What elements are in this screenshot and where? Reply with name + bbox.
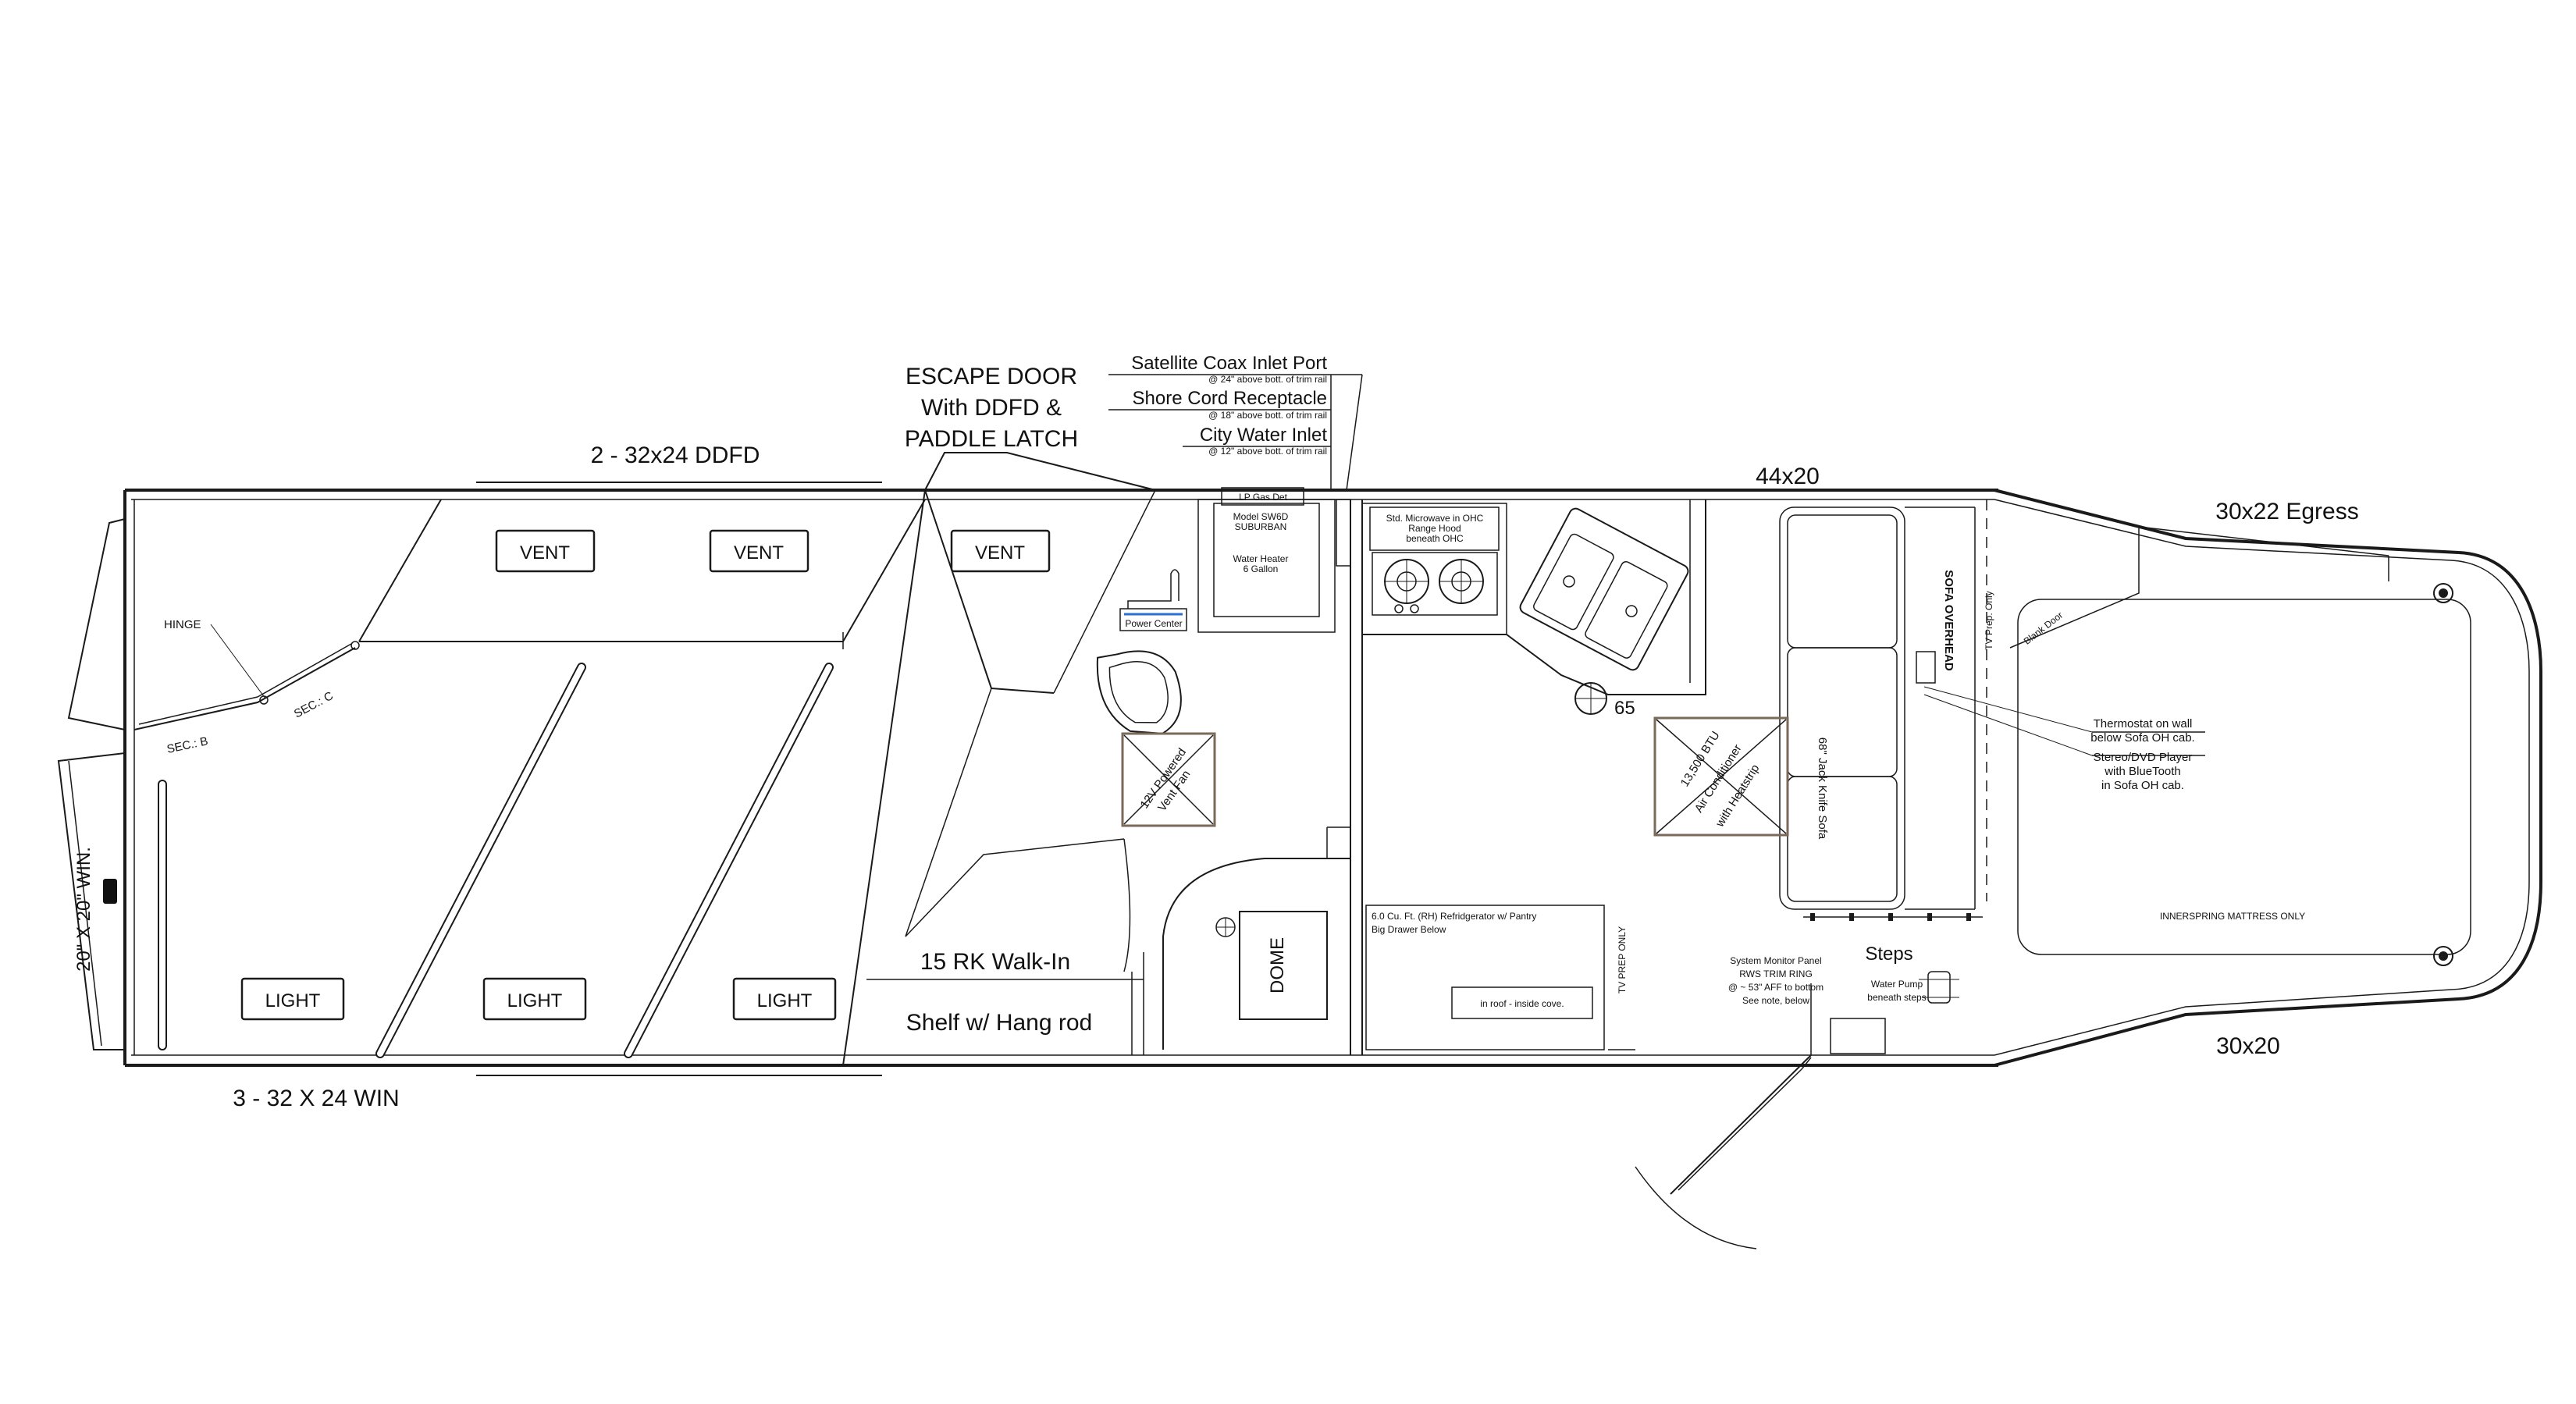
- shore-cord-note: @ 18" above bott. of trim rail: [1208, 410, 1327, 421]
- trailer-outer-wall: [123, 482, 2542, 1076]
- vent-label: VENT: [520, 542, 570, 563]
- dimension-65: 65: [1614, 698, 1635, 719]
- thermostat-label-1: Thermostat on wall: [2094, 717, 2193, 730]
- sec-b-label: SEC.: B: [165, 734, 209, 756]
- shore-cord-label: Shore Cord Receptacle: [1133, 388, 1327, 409]
- vent-label: VENT: [734, 542, 784, 563]
- rear-window-label: 20" X 20" WIN.: [73, 847, 94, 972]
- bedroom: Blank Door INNERSPRING MATTRESS ONLY: [2009, 526, 2471, 966]
- dome: [1239, 911, 1328, 1020]
- sink: [1519, 507, 1689, 671]
- tv-prep-only-label: TV Prep. Only: [1984, 591, 1994, 649]
- sec-c-label: SEC.: C: [292, 689, 336, 721]
- mattress-label: INNERSPRING MATTRESS ONLY: [2160, 911, 2305, 922]
- thermostat: [1916, 651, 1936, 684]
- kitchen: Std. Microwave in OHC Range Hood beneath…: [1361, 499, 1706, 1050]
- tv-prep-label: TV PREP ONLY: [1617, 926, 1628, 993]
- water-pump-label-2: beneath steps: [1867, 992, 1926, 1003]
- ddfd-label: 2 - 32x24 DDFD: [591, 443, 760, 468]
- monitor-label-3: @ ~ 53" AFF to bottom: [1728, 982, 1823, 993]
- suburban-label-2: SUBURBAN: [1235, 521, 1287, 532]
- entry-door: [1635, 1054, 1812, 1249]
- stereo-label-2: with BlueTooth: [2104, 765, 2181, 778]
- vent-fan: 12V Powered Vent Fan: [1121, 732, 1216, 827]
- window-44x20-label: 44x20: [1756, 464, 1820, 489]
- slant-divider: [375, 663, 586, 1058]
- blank-door-label: Blank Door: [2022, 610, 2065, 647]
- steps: [1830, 1018, 1886, 1054]
- living-area: 68" Jack Knife Sofa SOFA OVERHEAD TV Pre…: [1635, 499, 2093, 1249]
- stereo-label-1: Stereo/DVD Player: [2094, 751, 2193, 764]
- monitor-label-4: See note, below: [1742, 995, 1809, 1006]
- lp-gas-label: LP Gas Det: [1239, 492, 1287, 503]
- callout-leaders: [1108, 374, 2205, 756]
- light-label: LIGHT: [265, 990, 321, 1011]
- sofa-label: 68" Jack Knife Sofa: [1816, 738, 1829, 840]
- suburban-label-1: Model SW6D: [1233, 511, 1289, 522]
- fridge-label-2: Big Drawer Below: [1372, 924, 1446, 935]
- satellite-note: @ 24" above bott. of trim rail: [1208, 374, 1327, 385]
- water-heater-label-2: 6 Gallon: [1244, 563, 1279, 574]
- air-conditioner: 13,500 BTU Air Conditioner with Heatstri…: [1653, 716, 1789, 837]
- city-water-note: @ 12" above bott. of trim rail: [1208, 446, 1327, 457]
- light: LIGHT: [482, 977, 587, 1021]
- stove: [1372, 552, 1498, 616]
- window-30x20-label: 30x20: [2216, 1033, 2280, 1059]
- monitor-label-2: RWS TRIM RING: [1739, 969, 1813, 979]
- refrigerator: 6.0 Cu. Ft. (RH) Refridgerator w/ Pantry…: [1365, 905, 1628, 1050]
- vent-label: VENT: [975, 542, 1025, 563]
- light-label: LIGHT: [757, 990, 813, 1011]
- water-heater-label-1: Water Heater: [1233, 553, 1289, 564]
- light-label: LIGHT: [507, 990, 563, 1011]
- sofa: [1779, 507, 1905, 910]
- toilet: [1096, 650, 1182, 734]
- sofa-overhead-label: SOFA OVERHEAD: [1942, 570, 1955, 671]
- walk-in-label: 15 RK Walk-In: [920, 949, 1070, 975]
- water-pump-label-1: Water Pump: [1871, 979, 1923, 990]
- horse-area: [158, 452, 1156, 1066]
- vent: VENT: [709, 529, 809, 573]
- dome-label: DOME: [1267, 937, 1288, 993]
- thermostat-label-2: below Sofa OH cab.: [2090, 731, 2194, 745]
- swivel-stool: 65: [1574, 682, 1635, 719]
- windows-bottom-label: 3 - 32 X 24 WIN: [233, 1086, 399, 1111]
- vent: VENT: [495, 529, 596, 573]
- escape-door-label-2: With DDFD &: [921, 395, 1062, 421]
- range-hood-label-1: Range Hood: [1408, 523, 1461, 534]
- satellite-label: Satellite Coax Inlet Port: [1131, 353, 1327, 374]
- vent: VENT: [950, 529, 1051, 573]
- light: LIGHT: [732, 977, 837, 1021]
- stereo-label-3: in Sofa OH cab.: [2101, 779, 2184, 792]
- egress-window-label: 30x22 Egress: [2215, 499, 2358, 524]
- power-center-label: Power Center: [1125, 618, 1182, 629]
- fridge-label-1: 6.0 Cu. Ft. (RH) Refridgerator w/ Pantry: [1372, 911, 1536, 922]
- dressing-room: LP Gas Det Model SW6D SUBURBAN Water Hea…: [1096, 487, 1363, 1055]
- monitor-label-1: System Monitor Panel: [1730, 955, 1821, 966]
- rear-doors: [57, 518, 360, 1050]
- shelf-label: Shelf w/ Hang rod: [906, 1010, 1092, 1036]
- range-hood-label-2: beneath OHC: [1406, 533, 1464, 544]
- microwave-label: Std. Microwave in OHC: [1386, 513, 1484, 524]
- in-roof-label: in roof - inside cove.: [1480, 998, 1564, 1009]
- steps-label: Steps: [1865, 944, 1912, 965]
- escape-door-label-3: PADDLE LATCH: [905, 426, 1078, 452]
- hinge-label: HINGE: [164, 618, 201, 631]
- city-water-label: City Water Inlet: [1200, 425, 1327, 446]
- water-pump: [1927, 971, 1951, 1004]
- slant-divider: [624, 663, 834, 1058]
- light: LIGHT: [240, 977, 345, 1021]
- mattress: [2017, 599, 2471, 955]
- escape-door-label: ESCAPE DOOR: [906, 364, 1077, 389]
